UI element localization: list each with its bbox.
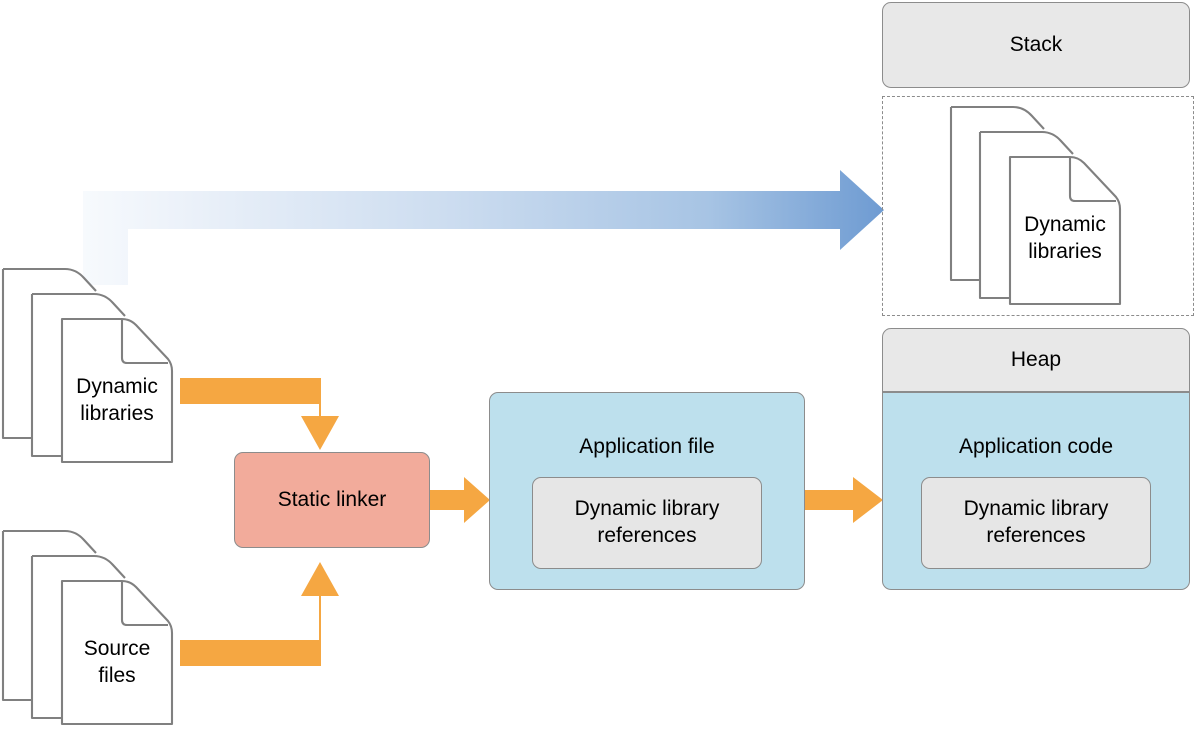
arrow-dynamic-libraries-to-static-linker xyxy=(180,378,339,450)
dynamic-libraries-input-label: Dynamic libraries xyxy=(76,375,158,425)
static-linker-label: Static linker xyxy=(277,487,387,511)
application-file-inner-box: Dynamic library references xyxy=(532,477,762,570)
arrow-application-file-to-application-code xyxy=(805,477,883,523)
application-file-box[interactable]: Application file Dynamic library referen… xyxy=(489,392,805,590)
heap-label: Heap xyxy=(1010,348,1062,372)
dynamic-libraries-loaded-label: Dynamic libraries xyxy=(1024,213,1106,263)
dynamic-libraries-loaded-icon: Dynamic libraries xyxy=(948,104,1128,309)
source-files-label: Source files xyxy=(83,637,151,687)
application-code-inner-label: Dynamic library references xyxy=(963,497,1109,548)
application-code-inner-box: Dynamic library references xyxy=(921,477,1151,570)
application-code-box[interactable]: Application code Dynamic library referen… xyxy=(882,392,1190,590)
source-files-icon: Source files xyxy=(0,528,180,728)
application-code-title: Application code xyxy=(958,434,1114,458)
application-file-title: Application file xyxy=(579,434,715,458)
arrow-source-files-to-static-linker xyxy=(180,562,339,666)
dynamic-libraries-input-icon: Dynamic libraries xyxy=(0,266,180,466)
static-linker-box[interactable]: Static linker xyxy=(234,452,430,548)
heap-box[interactable]: Heap xyxy=(882,328,1190,392)
stack-box[interactable]: Stack xyxy=(882,2,1190,88)
application-file-inner-label: Dynamic library references xyxy=(574,497,720,548)
stack-label: Stack xyxy=(1009,33,1063,57)
arrow-static-linker-to-application-file xyxy=(430,477,490,523)
arrow-dynamic-libraries-to-memory xyxy=(83,170,884,285)
